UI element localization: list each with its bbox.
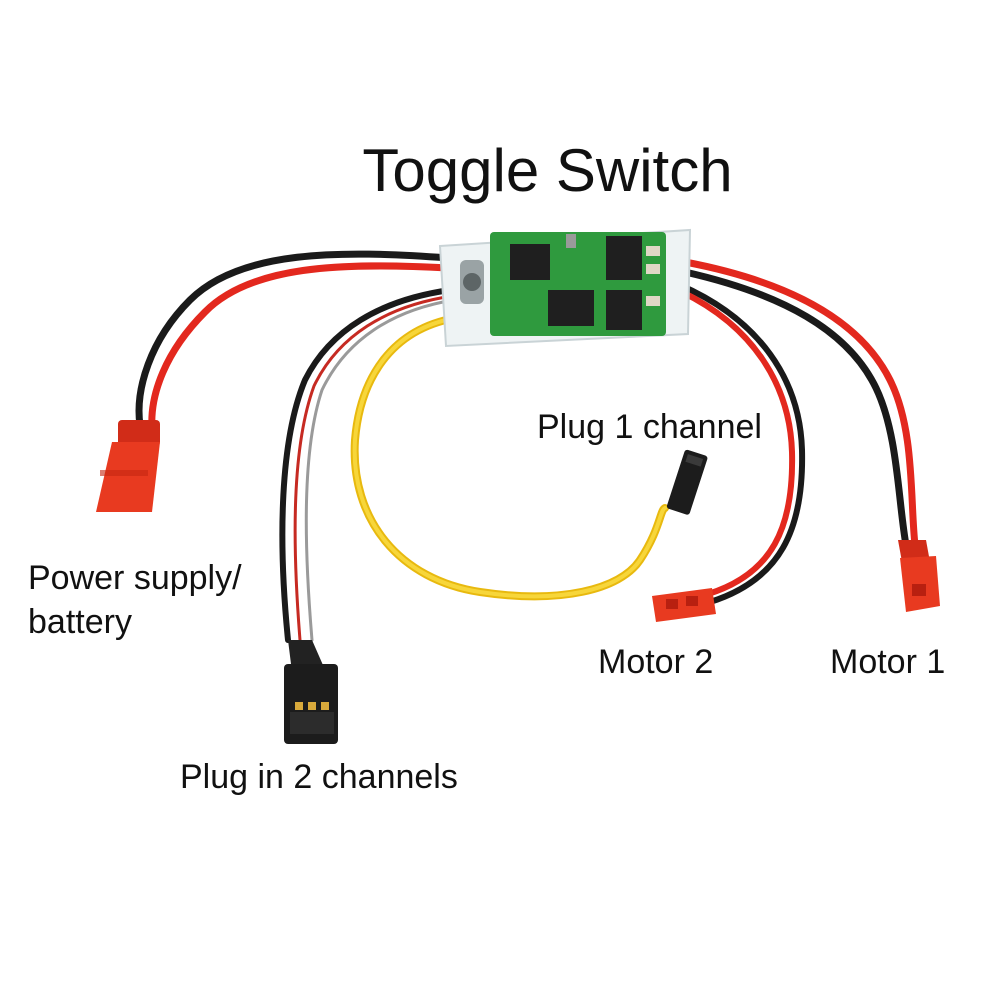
motor-1-connector xyxy=(898,540,940,612)
motor-1-label: Motor 1 xyxy=(830,643,946,681)
power-supply-cable xyxy=(135,250,452,432)
toggle-switch-module xyxy=(438,228,692,348)
plug-1-channel-label: Plug 1 channel xyxy=(537,408,762,446)
one-channel-plug xyxy=(666,449,708,515)
motor-2-label: Motor 2 xyxy=(598,643,714,681)
power-supply-connector xyxy=(96,420,160,512)
power-supply-label-line2: battery xyxy=(28,603,132,642)
plug-in-2-channels-label: Plug in 2 channels xyxy=(180,758,458,796)
motor-1-cable xyxy=(681,258,919,549)
one-channel-cable xyxy=(350,314,669,601)
two-channel-cable xyxy=(279,287,456,643)
power-supply-label: Power supply/ battery xyxy=(28,556,242,644)
two-channel-servo-plug xyxy=(284,640,338,744)
motor-2-connector xyxy=(652,588,716,622)
motor-2-cable xyxy=(677,282,806,605)
diagram-title: Toggle Switch xyxy=(362,137,733,204)
power-supply-label-line1: Power supply/ xyxy=(28,559,242,597)
